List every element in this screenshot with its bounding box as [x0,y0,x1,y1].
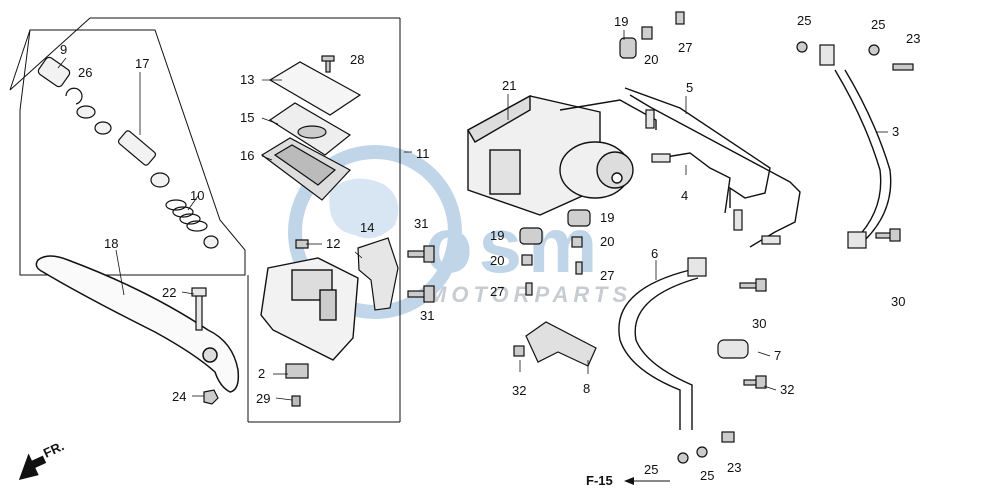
callout-20-right: 20 [600,234,614,249]
callout-22: 22 [162,285,176,300]
clip-12 [295,239,309,249]
callout-26: 26 [78,65,92,80]
callout-25-top-right: 25 [871,17,885,32]
leader-lines [57,30,888,401]
bolts-31 [407,245,435,303]
callout-27-right: 27 [600,268,614,283]
callout-5: 5 [686,80,693,95]
front-label: FR. [41,438,66,460]
screw-29 [291,395,301,407]
piston [117,130,157,166]
callout-23-top: 23 [906,31,920,46]
brake-lever-18 [35,255,240,393]
nut-24 [203,389,219,405]
bolts-right [677,41,914,464]
front-direction-mark: FR. [18,438,66,481]
callouts: 9 26 17 10 18 22 24 28 13 15 16 11 12 14… [60,13,920,483]
front-arrow-icon [18,453,47,481]
callout-10: 10 [190,188,204,203]
callout-21: 21 [502,78,516,93]
washer [76,105,96,119]
plate-15 [268,102,352,156]
callout-27-left: 27 [490,284,504,299]
abs-mounts [519,11,685,296]
spring-10 [165,199,208,232]
spring-seat [203,235,219,249]
bolt-32a [513,345,525,357]
callout-7: 7 [774,348,781,363]
callout-17: 17 [135,56,149,71]
callout-12: 12 [326,236,340,251]
callout-19-top: 19 [614,14,628,29]
hose-3 [834,69,892,241]
switch-2 [285,363,309,379]
boot-9 [37,56,71,88]
callout-13: 13 [240,72,254,87]
callout-31-lower: 31 [420,308,434,323]
callout-32-right: 32 [780,382,794,397]
fittings [645,44,867,359]
diaphragm-16 [260,137,351,201]
callout-30-mid: 30 [752,316,766,331]
callout-29: 29 [256,391,270,406]
ref-mark: F-15 [586,473,670,488]
callout-14: 14 [360,220,374,235]
watermark-globe-ring [288,145,462,319]
hose-6 [618,269,699,430]
callout-3: 3 [892,124,899,139]
master-cylinder-frame [9,17,401,423]
callout-9: 9 [60,42,67,57]
callout-18: 18 [104,236,118,251]
master-cylinder-body [260,257,359,361]
callout-30-right: 30 [891,294,905,309]
brake-pipes [559,87,801,248]
cup [150,172,170,188]
callout-20-top: 20 [644,52,658,67]
callout-19-right: 19 [600,210,614,225]
ref-arrow-icon [624,477,634,485]
callout-16: 16 [240,148,254,163]
cylinder-parts [37,56,219,249]
callout-15: 15 [240,110,254,125]
callout-20-left: 20 [490,253,504,268]
callout-4: 4 [681,188,688,203]
callout-25-bottom-right: 25 [700,468,714,483]
callout-27-top: 27 [678,40,692,55]
abs-modulator-21 [467,94,634,216]
callout-8: 8 [583,381,590,396]
sensor-bracket-8 [525,321,597,367]
callout-25-top-left: 25 [797,13,811,28]
callout-28: 28 [350,52,364,67]
lever-bolt-22 [191,287,207,331]
callout-23-bottom: 23 [727,460,741,475]
screw-28 [321,55,335,73]
reservoir-cap-13 [268,61,362,116]
callout-31-upper: 31 [414,216,428,231]
watermark-globe-land [329,178,399,239]
washer-2 [94,121,112,135]
callout-19-left: 19 [490,228,504,243]
callout-25-bottom-left: 25 [644,462,658,477]
ref-label: F-15 [586,473,613,488]
callout-32-left: 32 [512,383,526,398]
callout-2: 2 [258,366,265,381]
callout-6: 6 [651,246,658,261]
circlip-26 [65,87,83,105]
callout-24: 24 [172,389,186,404]
callout-11: 11 [416,146,430,161]
bracket-14 [357,237,399,311]
